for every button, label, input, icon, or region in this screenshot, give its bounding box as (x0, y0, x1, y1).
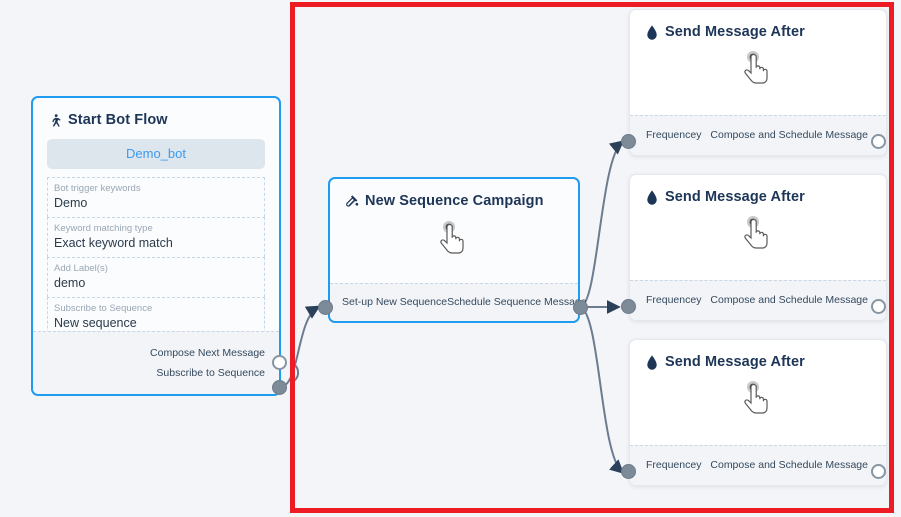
port-label-frequency: Frequencey (646, 459, 702, 471)
node-footer: Frequencey Compose and Schedule Message (630, 280, 886, 320)
edge-sequence-to-sma-1 (579, 140, 625, 308)
pointing-hand-cursor-icon (744, 216, 768, 249)
port-label-frequency: Frequencey (646, 294, 702, 306)
pointing-hand-cursor-icon (744, 381, 768, 414)
port-out-compose-and-schedule-2[interactable] (871, 299, 886, 314)
port-in-frequency-2[interactable] (621, 299, 636, 314)
running-person-icon (47, 113, 62, 128)
node-new-sequence-campaign[interactable]: New Sequence Campaign Set-up New Sequenc… (328, 177, 587, 323)
port-out-schedule-sequence-message[interactable] (573, 300, 588, 315)
port-out-subscribe-to-sequence[interactable] (272, 380, 287, 395)
port-out-compose-and-schedule-3[interactable] (871, 464, 886, 479)
port-label-schedule-sequence-message: Schedule Sequence Message (447, 296, 587, 308)
water-drop-icon (644, 189, 659, 205)
port-label-frequency: Frequencey (646, 129, 702, 141)
field-list: Bot trigger keywords Demo Keyword matchi… (47, 177, 265, 338)
port-label-compose-and-schedule-message: Compose and Schedule Message (710, 459, 868, 471)
port-label-setup-new-sequence: Set-up New Sequence (342, 296, 448, 308)
field-value: Demo (54, 196, 88, 210)
water-drop-icon (644, 354, 659, 370)
field-row[interactable]: Add Label(s) demo (47, 257, 265, 297)
node-title-text: Send Message After (665, 24, 805, 40)
field-value: New sequence (54, 316, 137, 330)
node-footer: Compose Next Message Subscribe to Sequen… (33, 331, 279, 394)
node-footer: Frequencey Compose and Schedule Message (630, 115, 886, 155)
ink-bottle-icon (344, 194, 359, 209)
port-in-frequency-1[interactable] (621, 134, 636, 149)
node-footer: Set-up New Sequence Schedule Sequence Me… (330, 283, 587, 321)
port-in-frequency-3[interactable] (621, 464, 636, 479)
node-send-message-after-2[interactable]: Send Message After Frequencey Compose an… (629, 174, 887, 321)
port-label-compose-and-schedule-message: Compose and Schedule Message (710, 294, 868, 306)
node-body-cursor (630, 370, 886, 432)
port-in-setup-new-sequence[interactable] (318, 300, 333, 315)
node-title: Start Bot Flow (33, 98, 279, 128)
field-row[interactable]: Keyword matching type Exact keyword matc… (47, 217, 265, 257)
water-drop-icon (644, 24, 659, 40)
bot-selector-pill[interactable]: Demo_bot (47, 139, 265, 169)
node-title-text: Start Bot Flow (68, 112, 168, 128)
field-label: Add Label(s) (54, 263, 108, 274)
field-value: demo (54, 276, 86, 290)
field-label: Keyword matching type (54, 223, 153, 234)
node-title: New Sequence Campaign (330, 179, 578, 209)
pointing-hand-cursor-icon (744, 51, 768, 84)
node-footer: Frequencey Compose and Schedule Message (630, 445, 886, 485)
node-title-text: New Sequence Campaign (365, 193, 544, 209)
node-title: Send Message After (630, 340, 886, 370)
edge-sequence-to-sma-3 (579, 306, 625, 474)
field-row[interactable]: Bot trigger keywords Demo (47, 177, 265, 217)
edge-compose-stub (289, 361, 300, 382)
field-label: Subscribe to Sequence (54, 303, 153, 314)
node-title-text: Send Message After (665, 189, 805, 205)
node-title: Send Message After (630, 10, 886, 40)
port-label-compose-next-message: Compose Next Message (150, 346, 265, 359)
node-title: Send Message After (630, 175, 886, 205)
port-label-compose-and-schedule-message: Compose and Schedule Message (710, 129, 868, 141)
node-send-message-after-1[interactable]: Send Message After Frequencey Compose an… (629, 9, 887, 156)
edge-start-to-sequence (279, 305, 321, 388)
port-out-compose-next-message[interactable] (272, 355, 287, 370)
port-out-compose-and-schedule-1[interactable] (871, 134, 886, 149)
node-title-text: Send Message After (665, 354, 805, 370)
port-label-subscribe-to-sequence: Subscribe to Sequence (156, 366, 265, 379)
field-label: Bot trigger keywords (54, 183, 141, 194)
node-body-cursor (630, 205, 886, 267)
field-value: Exact keyword match (54, 236, 173, 250)
node-send-message-after-3[interactable]: Send Message After Frequencey Compose an… (629, 339, 887, 486)
node-body-cursor (330, 209, 578, 273)
node-start-bot-flow[interactable]: Start Bot Flow Demo_bot Bot trigger keyw… (31, 96, 281, 396)
node-body-cursor (630, 40, 886, 102)
pointing-hand-cursor-icon (440, 221, 464, 254)
bot-selector-label: Demo_bot (126, 146, 186, 161)
